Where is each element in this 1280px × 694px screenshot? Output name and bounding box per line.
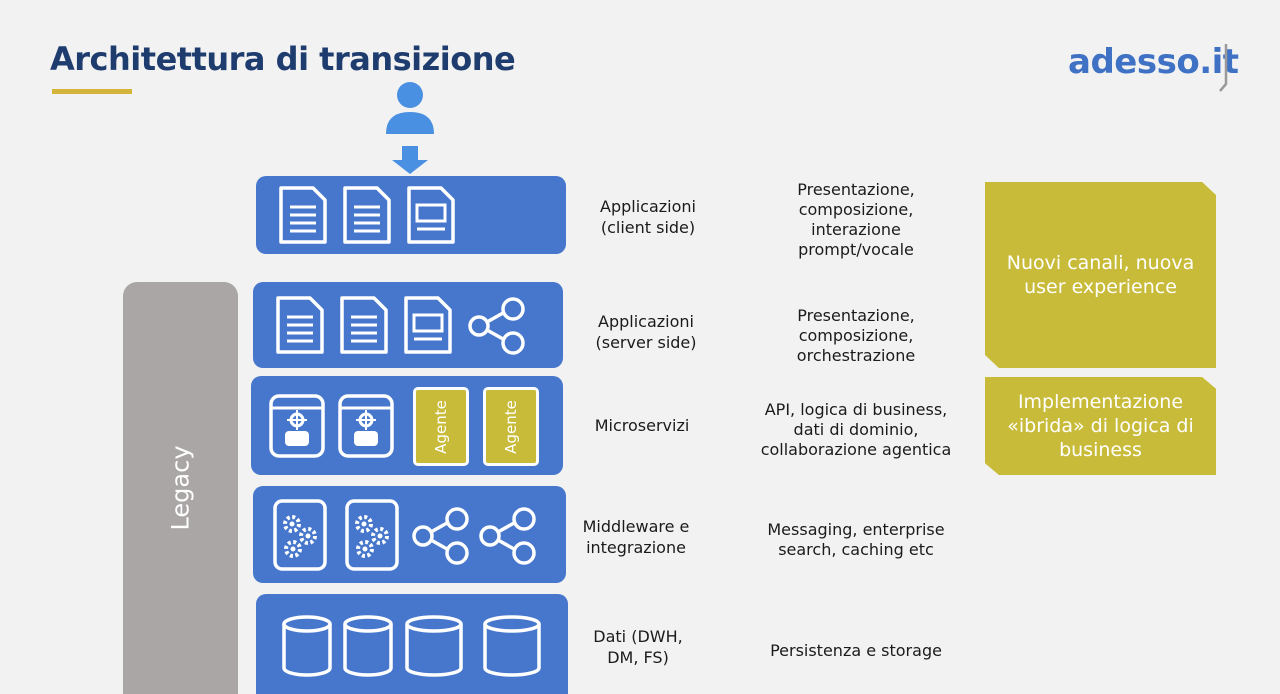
document-icon	[276, 296, 324, 354]
layer-microservices: Agente Agente	[251, 376, 563, 475]
callout-new-channels: Nuovi canali, nuova user experience	[985, 182, 1216, 368]
microservice-icon	[269, 394, 325, 458]
workflow-icon	[468, 297, 525, 355]
layer-desc-data: Persistenza e storage	[770, 641, 942, 660]
agent-box-1: Agente	[413, 387, 469, 466]
logo-bracket-icon	[1219, 44, 1228, 92]
layer-label-client: Applicazioni (client side)	[600, 197, 696, 237]
logo-dot: .	[1199, 42, 1212, 82]
page-title: Architettura di transizione	[50, 40, 516, 78]
callout-hybrid-logic: Implementazione «ibrida» di logica di bu…	[985, 377, 1216, 475]
microservice-icon	[338, 394, 394, 458]
layer-client-apps	[256, 176, 566, 254]
title-underline	[52, 89, 132, 94]
layer-desc-middleware: Messaging, enterprise search, caching et…	[767, 520, 945, 559]
agent-label: Agente	[432, 399, 451, 454]
layer-middleware	[253, 486, 566, 583]
database-icon	[343, 615, 393, 677]
window-document-icon	[404, 296, 452, 354]
workflow-icon	[479, 507, 536, 565]
layer-label-data: Dati (DWH, DM, FS)	[593, 627, 683, 667]
layer-server-apps	[253, 282, 563, 368]
layer-label-microservices: Microservizi	[594, 416, 690, 435]
database-icon	[483, 615, 541, 677]
legacy-label-wrap: Legacy	[123, 282, 238, 694]
user-icon	[386, 82, 434, 174]
layer-desc-server: Presentazione, composizione, orchestrazi…	[796, 306, 916, 365]
agent-box-2: Agente	[483, 387, 539, 466]
callout-hybrid-logic-text: Implementazione «ibrida» di logica di bu…	[1007, 391, 1194, 461]
layer-desc-client: Presentazione, composizione, interazione…	[797, 180, 915, 259]
layer-data	[256, 594, 568, 694]
callout-new-channels-text: Nuovi canali, nuova user experience	[1006, 252, 1195, 298]
adesso-logo: adesso.it	[1068, 42, 1239, 82]
legacy-bar	[123, 282, 238, 694]
workflow-icon	[412, 507, 469, 565]
layer-desc-microservices: API, logica di business, dati di dominio…	[760, 400, 952, 459]
gears-icon	[345, 499, 399, 571]
database-icon	[405, 615, 463, 677]
layer-label-middleware: Middleware e integrazione	[582, 517, 690, 557]
window-document-icon	[407, 186, 455, 244]
document-icon	[343, 186, 391, 244]
agent-label: Agente	[502, 399, 521, 454]
document-icon	[340, 296, 388, 354]
legacy-label: Legacy	[166, 445, 195, 531]
logo-main: adesso	[1068, 42, 1200, 82]
database-icon	[282, 615, 332, 677]
layer-label-server: Applicazioni (server side)	[595, 312, 697, 352]
gears-icon	[273, 499, 327, 571]
document-icon	[279, 186, 327, 244]
